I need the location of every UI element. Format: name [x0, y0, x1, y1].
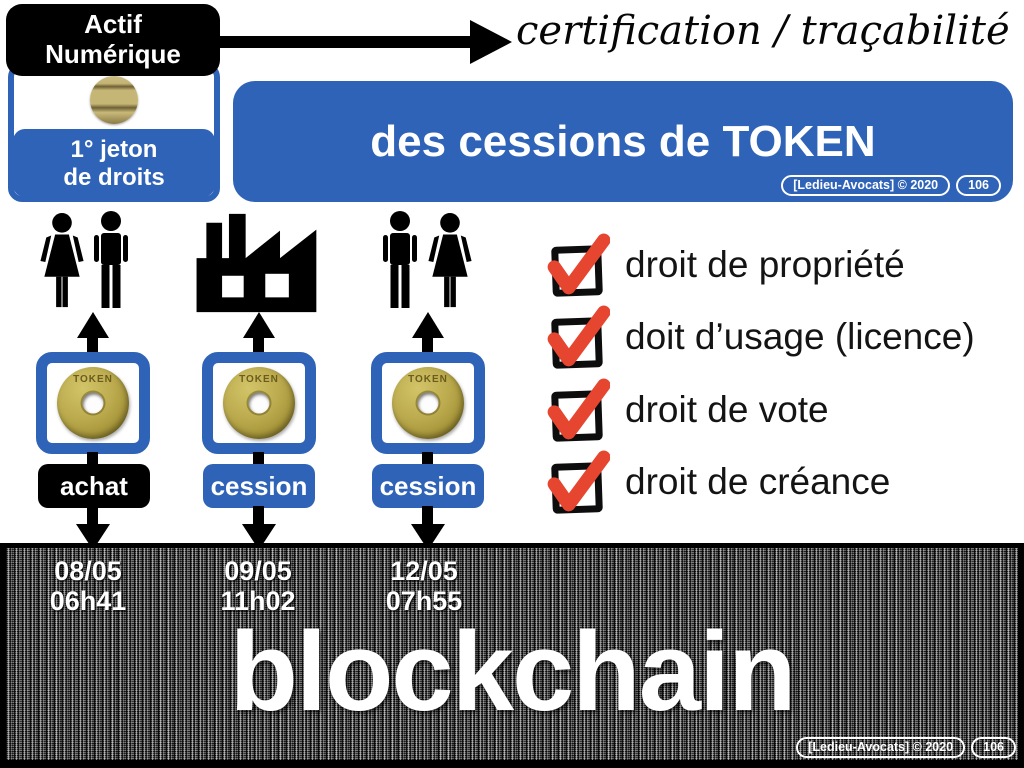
token-box: TOKEN	[202, 352, 316, 454]
checkmark-icon	[544, 232, 611, 298]
connector	[253, 452, 264, 466]
up-arrow-shaft	[422, 336, 433, 354]
token-box: TOKEN	[371, 352, 485, 454]
first-token-label: 1° jeton de droits	[13, 129, 215, 197]
script-title: certification / traçabilité	[516, 8, 1010, 54]
token-coin-text: TOKEN	[73, 374, 113, 385]
checklist-item: droit de vote	[625, 389, 829, 430]
checklist-item: droit de créance	[625, 461, 891, 502]
up-arrow-icon	[77, 312, 109, 338]
first-token-line1: 1° jeton	[70, 136, 158, 163]
timestamp-date: 12/05	[390, 556, 458, 586]
woman-icon	[36, 212, 88, 312]
digital-asset-line1: Actif	[84, 9, 142, 39]
token-coin-icon: TOKEN	[223, 367, 295, 439]
timestamp: 09/05 11h02	[193, 556, 323, 616]
timestamp-date: 09/05	[224, 556, 292, 586]
digital-asset-line2: Numérique	[45, 38, 181, 69]
token-coin-icon: TOKEN	[392, 367, 464, 439]
digital-asset-title: Actif Numérique	[6, 4, 220, 76]
right-arrow-shaft	[220, 36, 472, 48]
credit-badge: [Ledieu-Avocats] © 2020	[781, 175, 951, 196]
blockchain-band	[0, 543, 1024, 768]
timestamp-time: 11h02	[220, 586, 296, 616]
noise-texture	[6, 548, 1018, 760]
timestamp: 12/05 07h55	[359, 556, 489, 616]
checklist-item: doit d’usage (licence)	[625, 316, 975, 357]
checklist-item: droit de propriété	[625, 244, 905, 285]
token-coin-text: TOKEN	[408, 374, 448, 385]
banner: des cessions de TOKEN [Ledieu-Avocats] ©…	[233, 81, 1013, 202]
up-arrow-shaft	[253, 336, 264, 354]
down-arrow-shaft	[253, 506, 264, 526]
man-icon	[377, 210, 423, 312]
woman-icon	[424, 212, 476, 312]
up-arrow-shaft	[87, 336, 98, 354]
checkmark-icon	[544, 377, 611, 443]
token-box: TOKEN	[36, 352, 150, 454]
credit-badge: [Ledieu-Avocats] © 2020	[796, 737, 966, 758]
right-arrow-icon	[470, 20, 512, 64]
page-number-badge: 106	[971, 737, 1016, 758]
up-arrow-icon	[412, 312, 444, 338]
transaction-label-achat: achat	[38, 464, 150, 508]
timestamp-date: 08/05	[54, 556, 122, 586]
down-arrow-shaft	[422, 506, 433, 526]
down-arrow-shaft	[87, 506, 98, 526]
factory-icon	[183, 209, 324, 317]
transaction-label-cession: cession	[372, 464, 484, 508]
checkmark-icon	[544, 449, 611, 515]
first-token-line2: de droits	[63, 164, 165, 192]
token-coin-text: TOKEN	[239, 374, 279, 385]
man-icon	[88, 210, 134, 312]
timestamp-time: 07h55	[385, 586, 463, 616]
banner-title: des cessions de TOKEN	[370, 117, 876, 166]
timestamp-time: 06h41	[49, 586, 127, 616]
transaction-label-cession: cession	[203, 464, 315, 508]
connector	[87, 452, 98, 466]
blockchain-title: blockchain	[229, 609, 796, 734]
timestamp: 08/05 06h41	[23, 556, 153, 616]
page-number-badge: 106	[956, 175, 1001, 196]
up-arrow-icon	[243, 312, 275, 338]
token-coin-icon: TOKEN	[57, 367, 129, 439]
checkmark-icon	[544, 304, 611, 370]
connector	[422, 452, 433, 466]
token-coin-side-icon	[90, 76, 138, 124]
